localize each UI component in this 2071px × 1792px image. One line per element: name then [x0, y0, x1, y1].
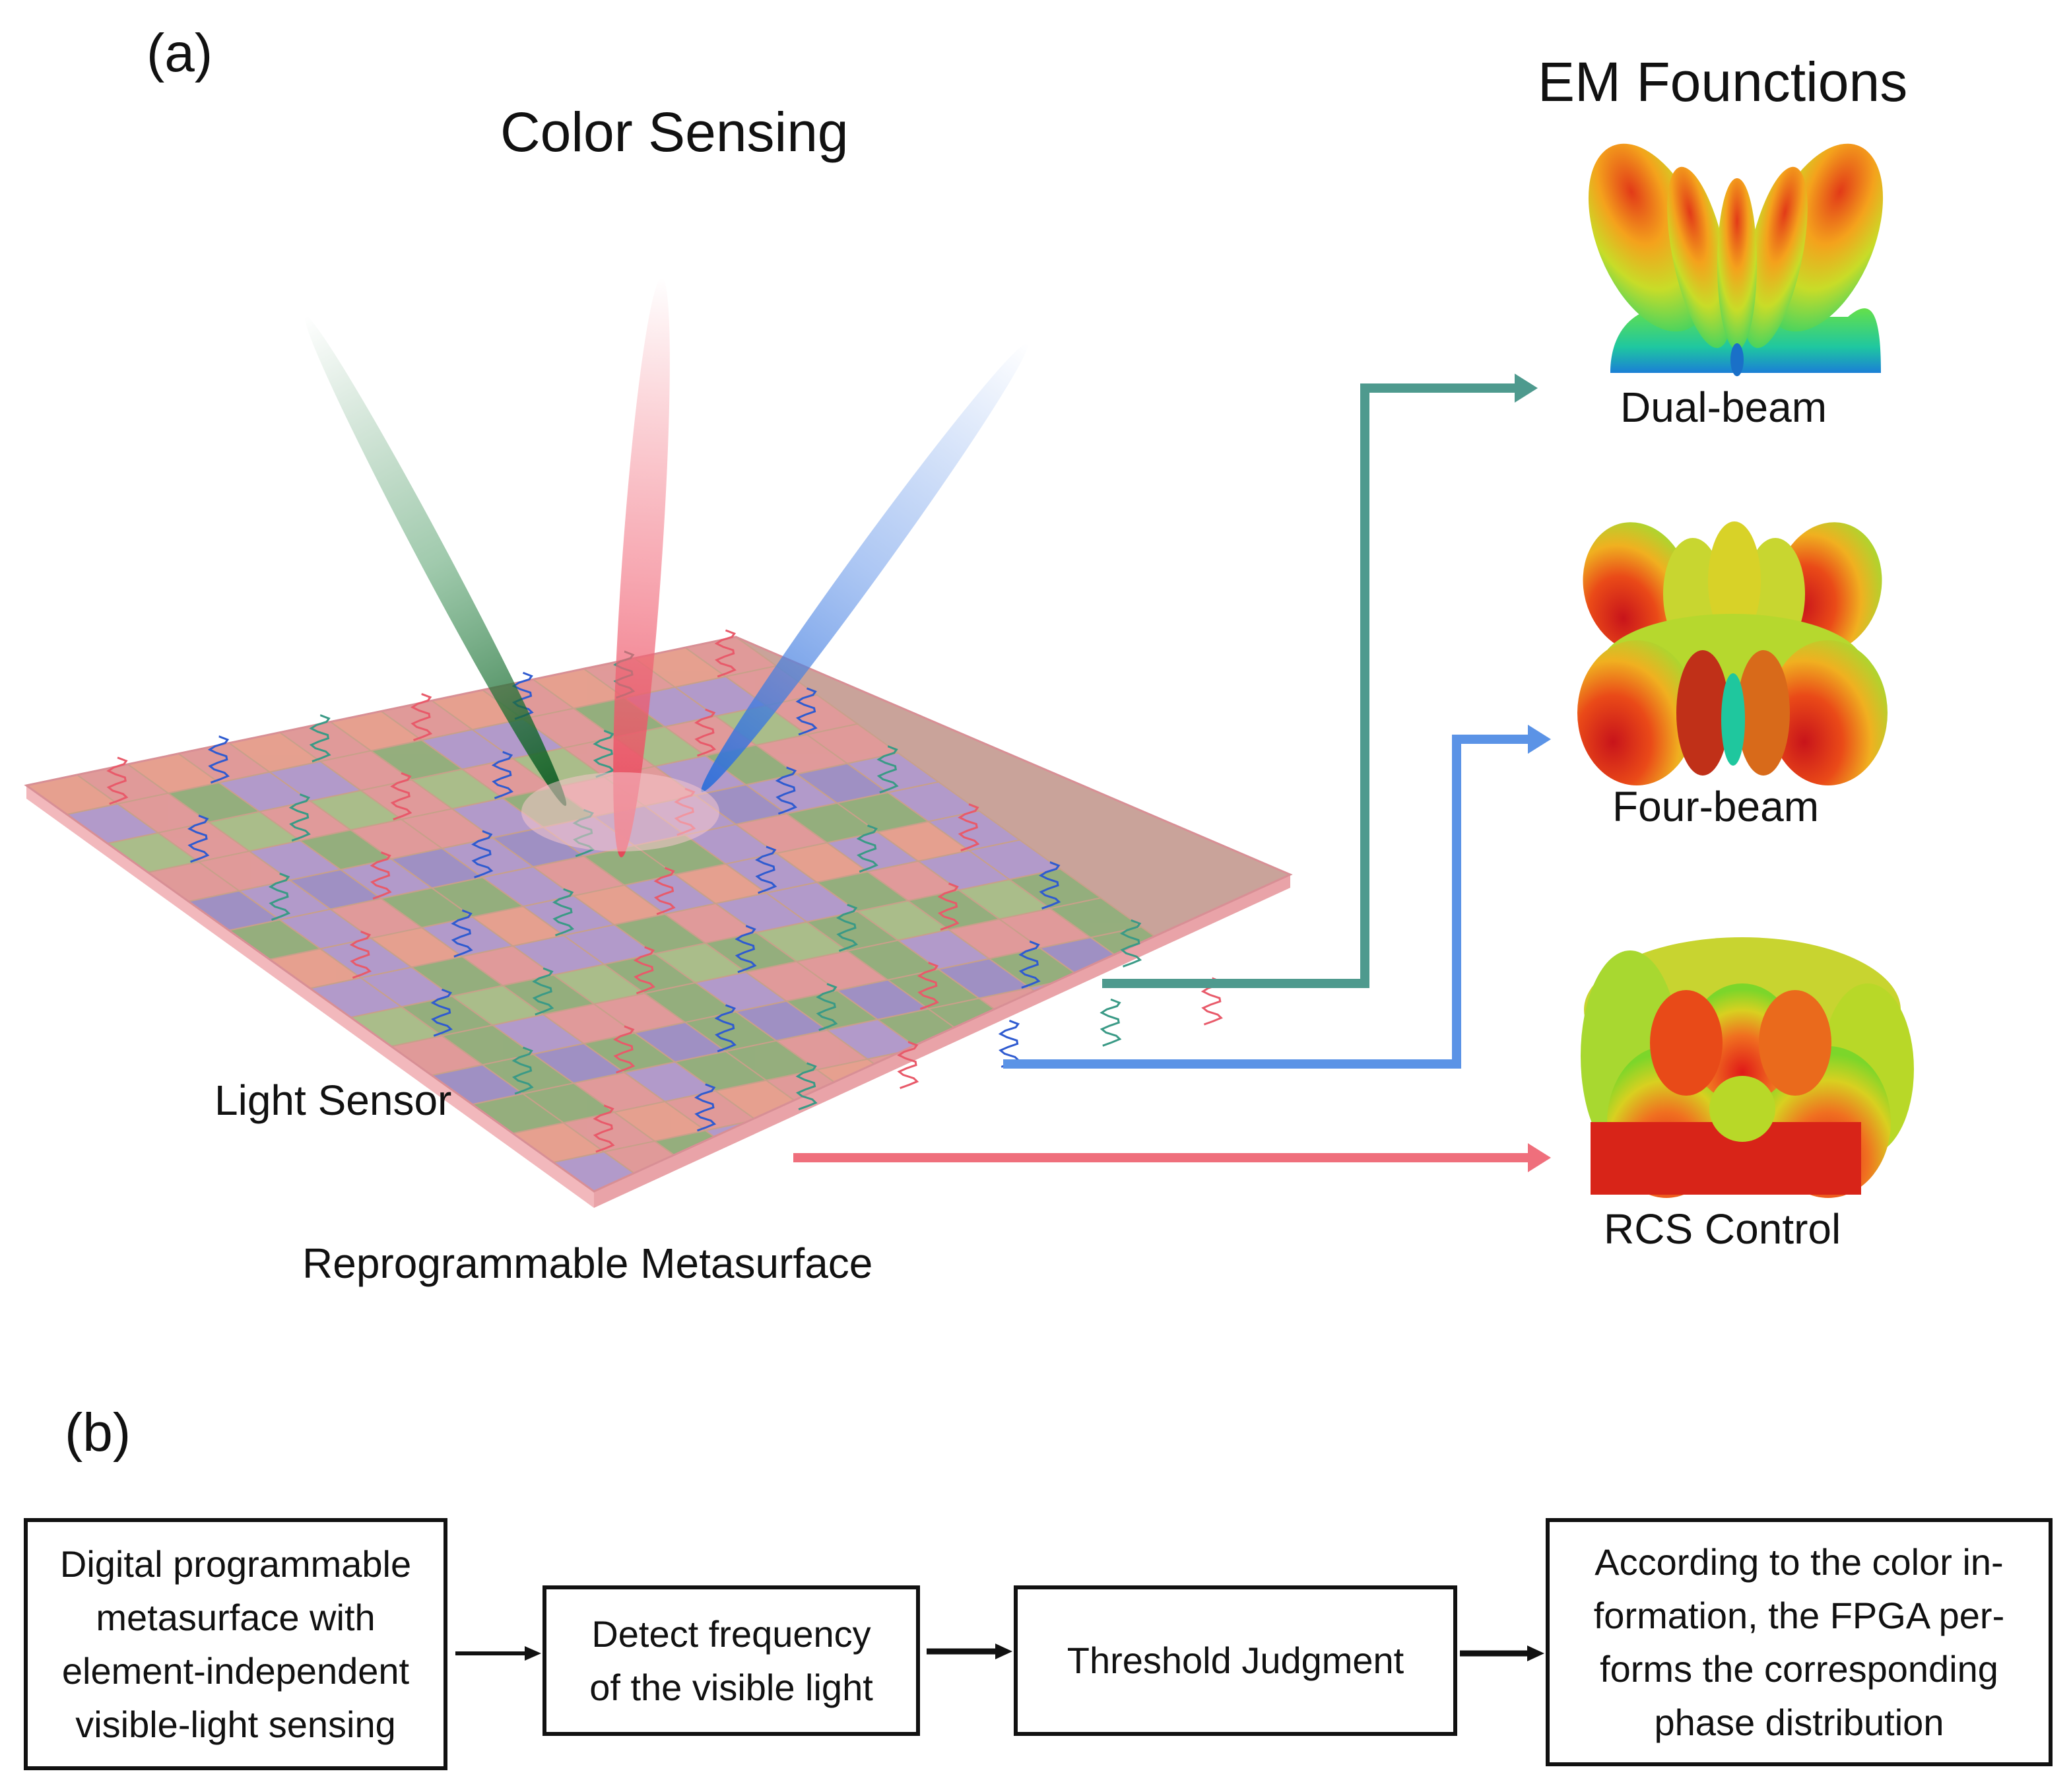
dual-beam-pattern — [1588, 143, 1884, 376]
function-arrows — [793, 374, 1551, 1172]
flow-step-text: Threshold Judgment — [1067, 1640, 1404, 1682]
em-functions-title: EM Founctions — [1538, 51, 1908, 113]
flow-step-threshold: Threshold Judgment — [1014, 1585, 1457, 1736]
flow-step-text: Digital programmable metasurface with el… — [59, 1543, 412, 1746]
rcs-control-pattern — [1581, 937, 1914, 1198]
flow-step-fpga: According to the color in- formation, th… — [1546, 1518, 2053, 1766]
dual-beam-label: Dual-beam — [1620, 383, 1827, 431]
metasurface-label: Reprogrammable Metasurface — [302, 1240, 873, 1287]
rcs-control-label: RCS Control — [1604, 1205, 1841, 1253]
flow-step-text: According to the color in- formation, th… — [1593, 1541, 2005, 1744]
flow-step-detect: Detect frequency of the visible light — [542, 1585, 920, 1736]
panel-a-letter: (a) — [147, 23, 213, 83]
four-beam-label: Four-beam — [1612, 783, 1819, 830]
flow-step-metasurface: Digital programmable metasurface with el… — [24, 1518, 447, 1770]
four-beam-pattern — [1577, 521, 1888, 785]
light-sensor-label: Light Sensor — [214, 1077, 452, 1124]
beam-blue — [701, 343, 1028, 793]
flow-step-text: Detect frequency of the visible light — [589, 1612, 873, 1708]
color-sensing-title: Color Sensing — [500, 101, 849, 163]
panel-b-letter: (b) — [65, 1403, 131, 1463]
beam-green — [304, 316, 567, 806]
beam-red — [613, 278, 670, 857]
arrow-four-beam — [1003, 735, 1531, 1069]
arrow-dual-beam — [1102, 383, 1518, 988]
light-beams — [304, 278, 1028, 857]
